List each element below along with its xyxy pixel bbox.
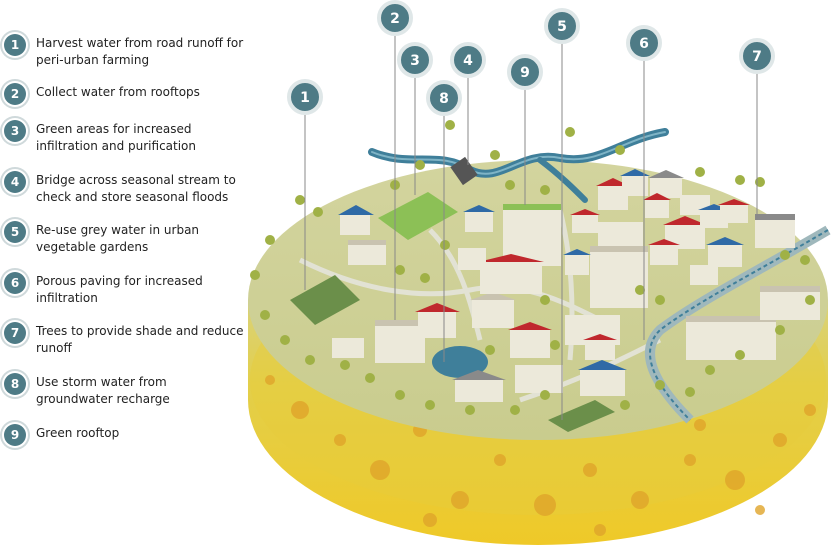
legend-number-4: 4 <box>4 171 26 193</box>
legend-number-6: 6 <box>4 272 26 294</box>
svg-text:1: 1 <box>300 90 310 106</box>
green-area-field <box>378 192 458 240</box>
legend-text-3: Green areas for increased infiltration a… <box>36 122 197 153</box>
legend-item-3: 3 Green areas for increased infiltration… <box>0 120 250 155</box>
houses <box>332 169 820 402</box>
marker-7: 7 <box>739 38 775 74</box>
legend-number-5: 5 <box>4 221 26 243</box>
legend-item-7: 7 Trees to provide shade and reduce runo… <box>0 322 250 357</box>
marker-3: 3 <box>397 42 433 78</box>
legend-item-6: 6 Porous paving for increased infiltrati… <box>0 272 250 307</box>
svg-text:3: 3 <box>410 53 420 69</box>
bridge <box>450 156 478 186</box>
legend-item-5: 5 Re-use grey water in urban vegetable g… <box>0 221 250 256</box>
legend-text-7: Trees to provide shade and reduce runoff <box>36 324 244 355</box>
marker-leader-lines <box>304 34 758 420</box>
marker-4: 4 <box>450 42 486 78</box>
legend-text-9: Green rooftop <box>36 426 120 440</box>
svg-text:5: 5 <box>557 19 567 35</box>
svg-text:7: 7 <box>752 49 762 65</box>
peri-urban-farm <box>290 275 360 325</box>
legend-text-4: Bridge across seasonal stream to check a… <box>36 173 236 204</box>
svg-text:2: 2 <box>390 11 400 27</box>
marker-9: 9 <box>507 54 543 90</box>
marker-8: 8 <box>426 80 462 116</box>
legend-text-6: Porous paving for increased infiltration <box>36 274 203 305</box>
legend-text-1: Harvest water from road runoff for peri-… <box>36 36 244 67</box>
legend-item-4: 4 Bridge across seasonal stream to check… <box>0 171 250 206</box>
legend-text-5: Re-use grey water in urban vegetable gar… <box>36 223 200 254</box>
legend-item-1: 1 Harvest water from road runoff for per… <box>0 34 250 69</box>
legend-text-8: Use storm water from groundwater recharg… <box>36 375 170 406</box>
marker-1: 1 <box>287 79 323 115</box>
legend-number-3: 3 <box>4 120 26 142</box>
legend-number-9: 9 <box>4 424 26 446</box>
legend-item-8: 8 Use storm water from groundwater recha… <box>0 373 250 408</box>
legend-number-1: 1 <box>4 34 26 56</box>
vegetable-garden <box>548 400 615 432</box>
legend-item-9: 9 Green rooftop <box>0 424 250 446</box>
svg-text:8: 8 <box>439 91 449 107</box>
svg-text:4: 4 <box>463 53 473 69</box>
legend-text-2: Collect water from rooftops <box>36 85 200 99</box>
marker-2: 2 <box>377 0 413 36</box>
legend-item-2: 2 Collect water from rooftops <box>0 83 250 105</box>
storm-water-pond <box>432 346 488 378</box>
marker-6: 6 <box>626 25 662 61</box>
legend-number-7: 7 <box>4 322 26 344</box>
marker-5: 5 <box>544 8 580 44</box>
legend-number-8: 8 <box>4 373 26 395</box>
legend-number-2: 2 <box>4 83 26 105</box>
svg-text:6: 6 <box>639 36 649 52</box>
svg-text:9: 9 <box>520 65 530 81</box>
